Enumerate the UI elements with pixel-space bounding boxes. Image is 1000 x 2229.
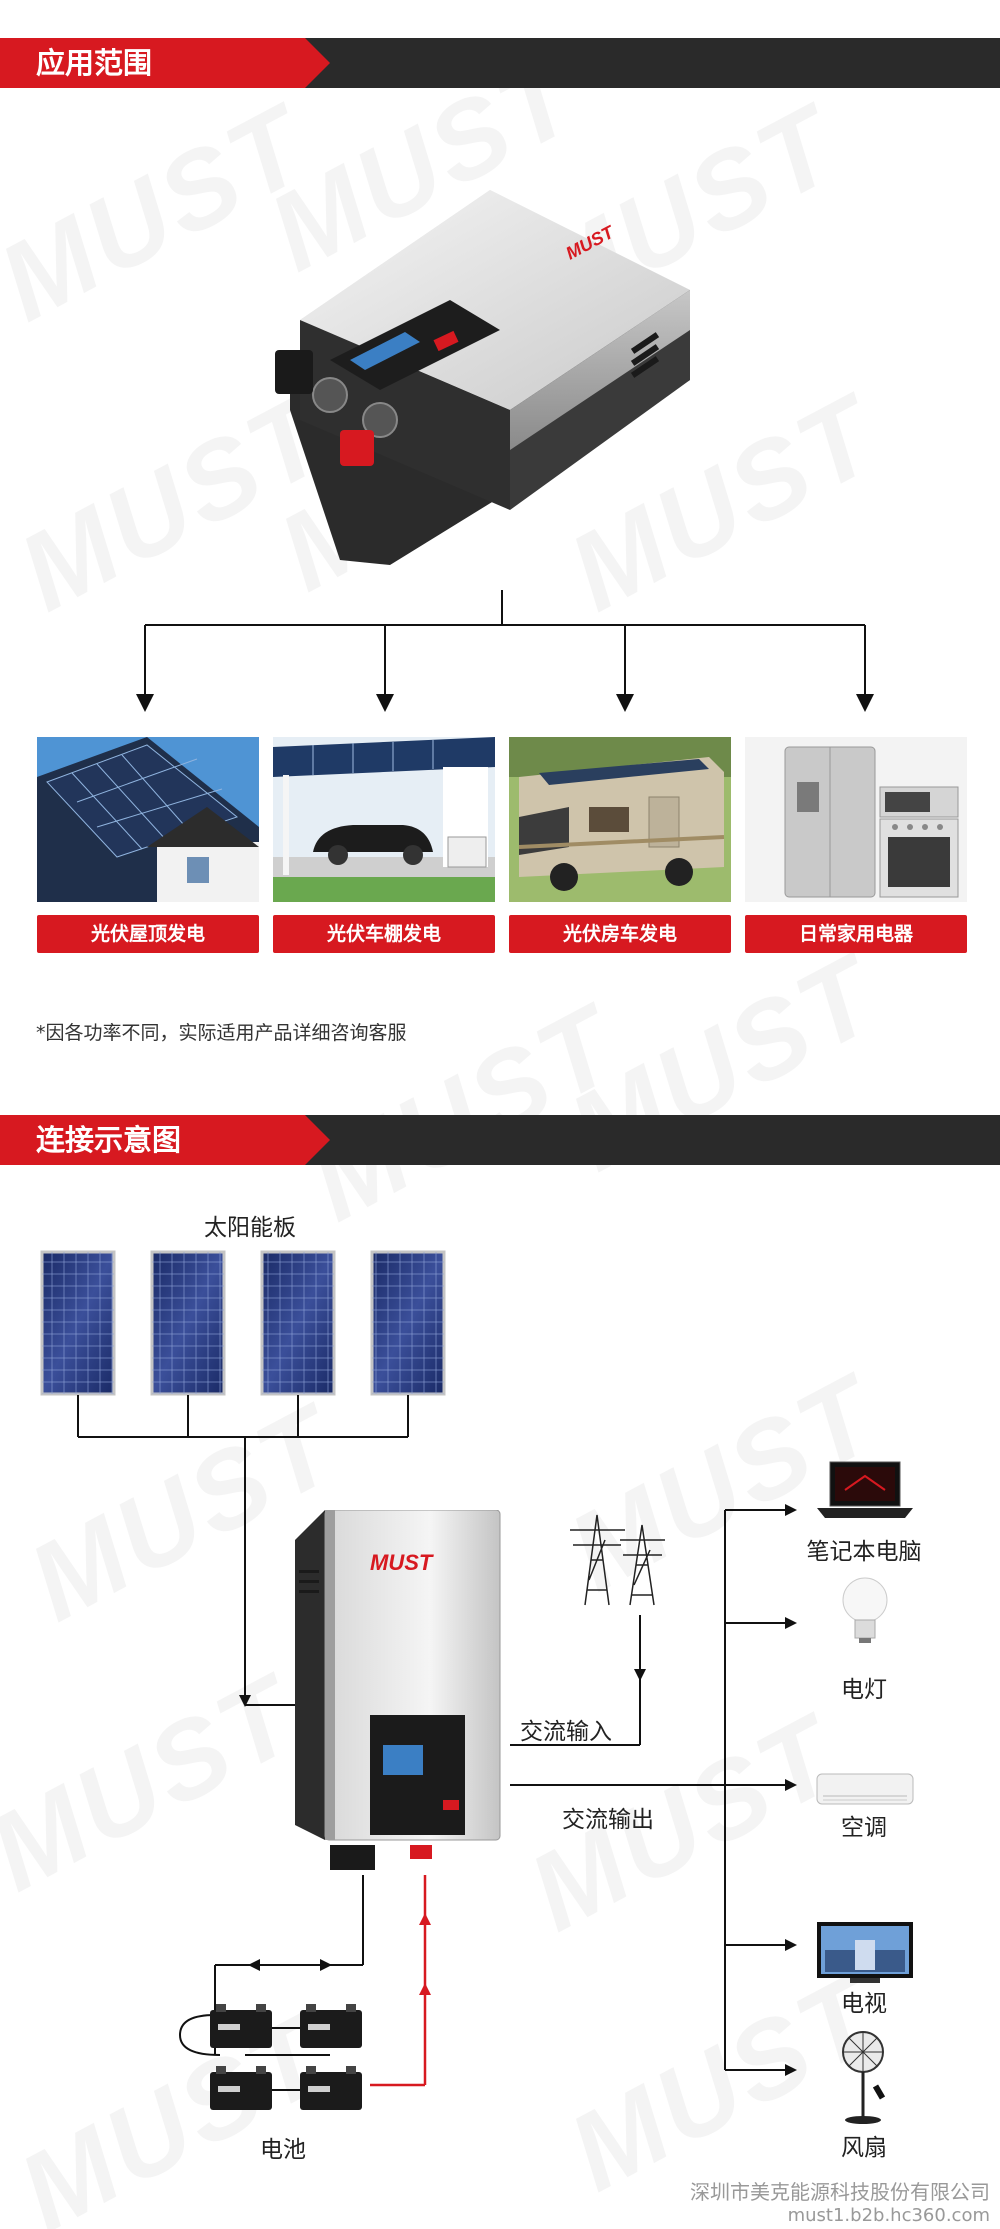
solar-panel [150,1250,226,1396]
distribution-arrows [136,590,874,712]
fan-icon [842,2031,886,2124]
solar-panels-label: 太阳能板 [204,1215,296,1241]
app-image-rv [509,737,731,902]
battery-icon [300,2004,362,2048]
section-title: 连接示意图 [36,1123,182,1157]
ac-input-label: 交流输入 [520,1719,612,1745]
footer-company: 深圳市美克能源科技股份有限公司 [690,2180,990,2204]
power-tower-icon [570,1514,665,1606]
load-label-fan: 风扇 [841,2135,887,2161]
app-label-rooftop: 光伏屋顶发电 [37,915,259,953]
light-bulb-icon [842,1577,888,1643]
battery-bank [210,2004,362,2110]
battery-label: 电池 [260,2137,306,2163]
inverter-device-image: MUST [275,190,690,565]
section-header-applications: 应用范围 [0,38,1000,88]
app-image-rooftop [37,737,259,902]
app-image-carport [273,737,495,902]
footer-site[interactable]: must1.b2b.hc360.com [787,2205,990,2226]
load-label-laptop: 笔记本电脑 [806,1539,922,1565]
app-label-rv: 光伏房车发电 [509,915,731,953]
tv-icon [817,1922,913,1983]
solar-panel [370,1250,446,1396]
laptop-icon [817,1461,913,1518]
solar-panels [40,1250,446,1396]
battery-icon [210,2066,272,2110]
section-title: 应用范围 [36,46,153,80]
load-label-light: 电灯 [841,1677,887,1703]
section-header-connection: 连接示意图 [0,1115,1000,1165]
disclaimer-note: *因各功率不同，实际适用产品详细咨询客服 [36,1022,407,1044]
app-label-carport: 光伏车棚发电 [273,915,495,953]
load-label-tv: 电视 [841,1991,887,2017]
wall-inverter-device: MUST [295,1510,501,1870]
solar-panel [260,1250,336,1396]
ac-output-label: 交流输出 [562,1807,654,1833]
battery-icon [300,2066,362,2110]
app-image-appliances [745,737,967,902]
app-label-appliances: 日常家用电器 [745,915,967,953]
wiring-lines [77,1395,797,2087]
air-conditioner-icon [816,1773,914,1805]
device-brand-logo: MUST [370,1550,434,1575]
solar-panel [40,1250,116,1396]
load-label-ac: 空调 [841,1815,887,1841]
battery-icon [210,2004,272,2048]
